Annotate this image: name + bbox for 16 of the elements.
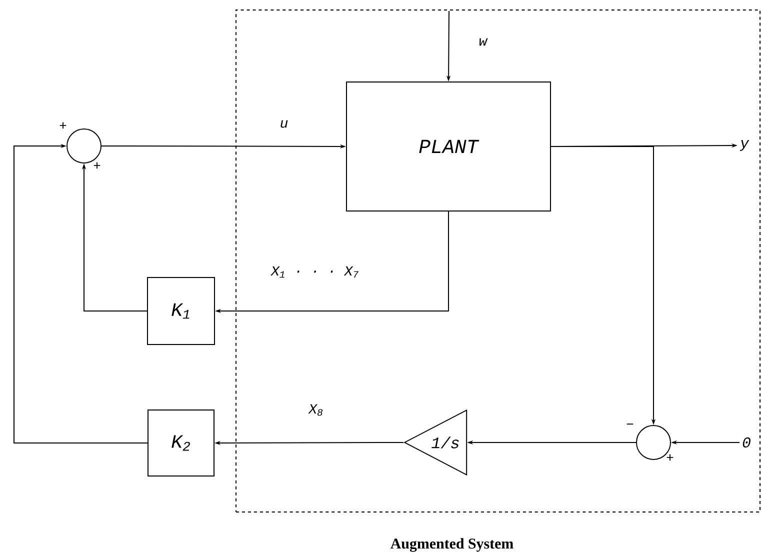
block-box: PLANT	[346, 82, 551, 212]
arrow	[14, 144, 148, 444]
edge-label: w	[480, 38, 488, 46]
edge-label: u	[280, 120, 288, 128]
node-label: Augmented System	[390, 538, 514, 552]
block-box: K$_{2}$	[148, 410, 214, 476]
summing-junction	[66, 128, 102, 164]
signal-label: 0	[742, 437, 750, 448]
edge-label: X$_{1}$ · · · X$_{7}$	[270, 266, 359, 278]
edge-label: X$_{8}$	[308, 404, 323, 416]
sign-label: −	[626, 424, 634, 425]
signal-label: y	[740, 140, 750, 151]
sign-label: +	[94, 162, 100, 169]
sign-label: +	[60, 122, 66, 129]
block-box: K$_{1}$	[147, 277, 215, 345]
sign-label: +	[666, 454, 674, 461]
